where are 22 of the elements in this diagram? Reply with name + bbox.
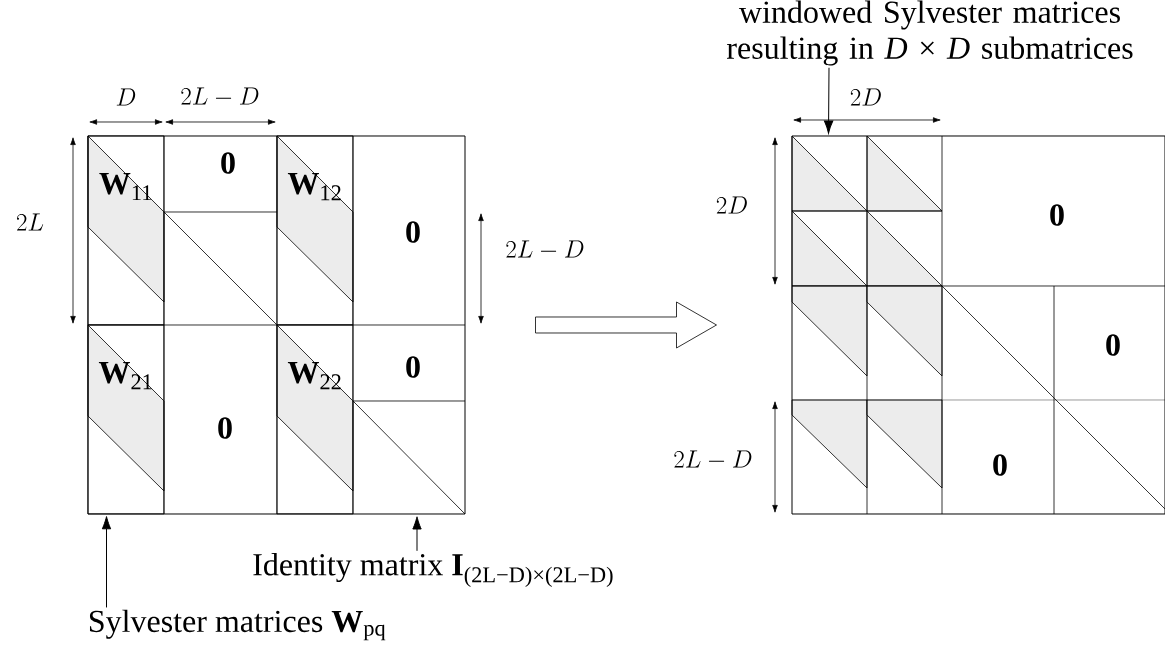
zero-entry: 0 <box>406 221 420 243</box>
dimension-label: $2L-D$ <box>506 240 584 258</box>
leader-line <box>823 67 834 134</box>
dimension-label: $2L-D$ <box>674 450 752 468</box>
leader-line <box>412 516 422 552</box>
caption-text: Identity matrix I$_{(2L−D)×(2L−D)}$ <box>253 553 613 587</box>
dimension-label: $2D$ <box>716 196 747 214</box>
caption-text: Sylvester matrices W$_{pq}$ <box>89 609 386 641</box>
zero-entry: 0 <box>1050 204 1064 226</box>
zero-entry: 0 <box>218 417 232 439</box>
block-arrow <box>535 301 717 349</box>
matrix-block <box>791 135 1165 515</box>
dimension-label: $2D$ <box>850 88 881 106</box>
dimension-label: $2L$ <box>17 213 44 231</box>
dimension-label: $D$ <box>116 88 136 106</box>
leader-line <box>101 516 112 608</box>
zero-entry: 0 <box>406 356 420 378</box>
zero-entry: 0 <box>221 152 235 174</box>
caption-text: windowed Sylvester matrices resulting in D × D submatrices <box>727 0 1133 66</box>
zero-entry: 0 <box>1106 334 1120 356</box>
dimension-label: $2L-D$ <box>181 87 259 105</box>
zero-entry: 0 <box>993 454 1007 476</box>
